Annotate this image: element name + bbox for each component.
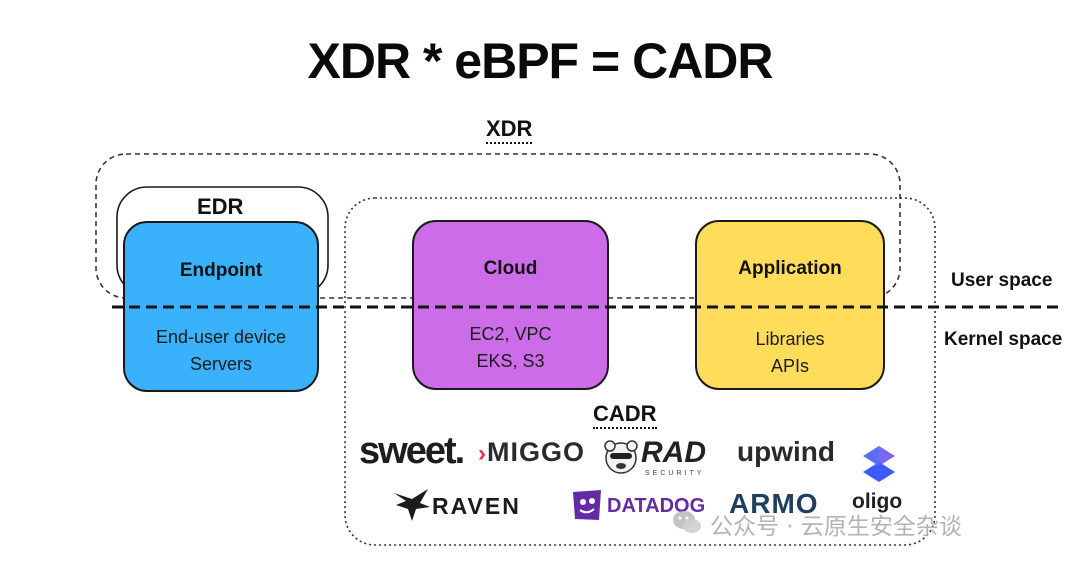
application-detail-line: APIs — [770, 356, 809, 376]
endpoint-detail-line: Servers — [189, 354, 252, 374]
cadr-label: CADR — [593, 401, 657, 429]
endpoint-card-title: Endpoint — [179, 260, 263, 281]
cloud-card-title: Cloud — [483, 258, 538, 279]
diagram-title: XDR * eBPF = CADR — [307, 33, 773, 89]
miggo-logo: ›MIGGO — [478, 437, 585, 468]
endpoint-detail-line: End-user device — [155, 327, 287, 347]
endpoint-card-details: End-user device Servers — [125, 324, 317, 378]
upwind-logo: upwind — [737, 436, 835, 467]
cloud-detail-line: EC2, VPC — [469, 324, 552, 344]
application-detail-line: Libraries — [755, 329, 825, 349]
oligo-logo-text: oligo — [852, 490, 903, 513]
user-space-label: User space — [951, 270, 1053, 291]
miggo-mark-icon: › — [478, 440, 487, 467]
endpoint-card: Endpoint End-user device Servers — [123, 221, 319, 392]
raven-logo: RAVEN — [392, 485, 542, 525]
rad-bear-icon — [604, 440, 638, 474]
xdr-region-outline — [95, 153, 901, 299]
kernel-space-label: Kernel space — [944, 329, 1063, 350]
raven-bird-icon — [394, 489, 430, 521]
cadr-label-text: CADR — [593, 401, 657, 429]
raven-logo-text: RAVEN — [432, 493, 521, 519]
edr-label: EDR — [197, 194, 244, 219]
miggo-logo-text: MIGGO — [487, 437, 585, 467]
wechat-icon — [673, 511, 701, 533]
rad-logo-subtext: SECURITY — [645, 470, 705, 477]
sweet-logo: sweet. — [359, 430, 465, 472]
rad-logo-text: RAD — [641, 436, 706, 469]
oligo-mark-icon — [863, 446, 895, 482]
cloud-detail-line: EKS, S3 — [476, 351, 545, 371]
cloud-card-details: EC2, VPC EKS, S3 — [414, 321, 607, 375]
datadog-dog-icon — [573, 490, 601, 520]
application-card-details: Libraries APIs — [697, 326, 883, 380]
watermark-text: 公众号 · 云原生安全杂谈 — [710, 514, 962, 540]
xdr-label-text: XDR — [486, 116, 533, 144]
cloud-card: Cloud EC2, VPC EKS, S3 — [412, 220, 609, 390]
cadr-region-outline — [344, 197, 936, 546]
rad-security-logo: RAD SECURITY — [603, 436, 715, 478]
application-card: Application Libraries APIs — [695, 220, 885, 390]
application-card-title: Application — [738, 258, 842, 279]
oligo-logo: oligo — [852, 444, 908, 518]
xdr-label: XDR — [486, 116, 533, 144]
armo-logo: ARMO — [729, 488, 819, 519]
